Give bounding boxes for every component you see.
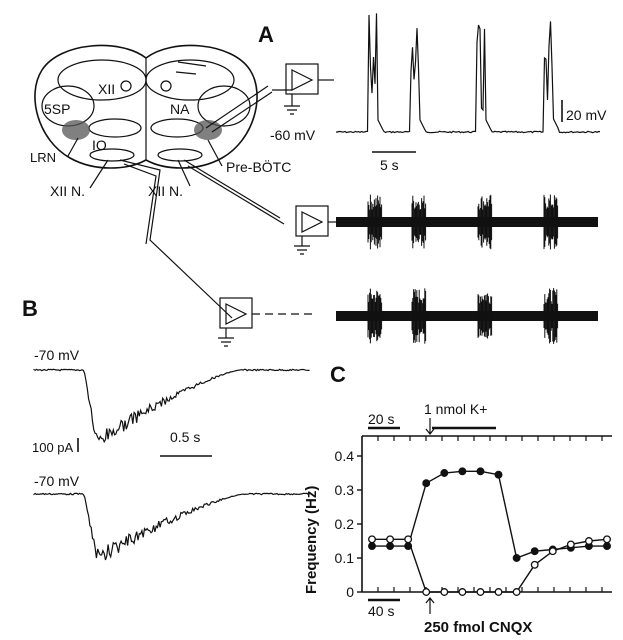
y-tick-label: 0.4 xyxy=(335,448,355,464)
label-io: IO xyxy=(92,137,107,153)
data-point-filled xyxy=(476,467,485,476)
label-xii: XII xyxy=(98,81,115,97)
data-point-open xyxy=(548,547,557,556)
current-scale-label: 100 pA xyxy=(32,440,74,455)
label-5sp: 5SP xyxy=(44,101,70,117)
data-point-filled xyxy=(530,547,539,556)
synaptic-current-trace-2 xyxy=(33,492,311,561)
y-tick-label: 0.1 xyxy=(335,550,355,566)
data-point-filled xyxy=(368,542,376,551)
data-point-open xyxy=(422,588,431,596)
nerve-recording-2 xyxy=(336,288,598,344)
data-point-open xyxy=(512,588,521,596)
data-point-open xyxy=(404,535,413,544)
potassium-arrow xyxy=(425,418,435,435)
time-scale-label-a: 5 s xyxy=(380,157,399,173)
intracellular-trace xyxy=(335,13,601,134)
series-markers xyxy=(368,467,611,596)
cnqx-label: 250 fmol CNQX xyxy=(424,619,532,636)
data-point-open xyxy=(530,560,539,569)
data-point-open xyxy=(603,535,611,544)
label-xii-nerve-left: XII N. xyxy=(50,183,85,199)
label-lrn: LRN xyxy=(30,150,56,165)
brainstem-section xyxy=(34,44,258,169)
resting-potential-label: -60 mV xyxy=(270,127,316,143)
scale-label-top: 20 s xyxy=(368,411,394,427)
data-point-open xyxy=(476,588,485,596)
data-point-filled xyxy=(440,469,449,477)
amplifier-bottom xyxy=(218,297,312,347)
data-point-open xyxy=(494,588,503,596)
y-tick-label: 0 xyxy=(346,584,354,600)
panel-label-b: B xyxy=(22,296,38,321)
amplifier-top xyxy=(272,63,334,115)
holding-potential-bottom: -70 mV xyxy=(34,473,80,489)
data-point-filled xyxy=(386,542,395,551)
electrodes xyxy=(119,85,285,319)
data-point-open xyxy=(458,588,467,596)
cnqx-arrow xyxy=(425,597,435,614)
amplifier-middle xyxy=(294,205,336,255)
panel-label-c: C xyxy=(330,362,346,387)
data-point-open xyxy=(584,537,593,545)
data-point-filled xyxy=(458,467,467,476)
scale-label-bottom: 40 s xyxy=(368,603,394,619)
panel-label-a: A xyxy=(258,22,274,47)
data-point-open xyxy=(440,588,449,596)
y-axis-ticks: 0 0.1 0.2 0.3 0.4 xyxy=(335,448,362,600)
data-point-open xyxy=(386,535,395,544)
voltage-scale-label: 20 mV xyxy=(566,107,607,123)
frequency-chart: 0 0.1 0.2 0.3 0.4 xyxy=(335,435,612,600)
label-pre-botc: Pre-BÖTC xyxy=(226,158,291,175)
nerve-recording-1 xyxy=(336,194,598,250)
data-point-filled xyxy=(494,470,503,479)
top-axis-ticks xyxy=(377,436,603,441)
label-na: NA xyxy=(170,101,190,117)
data-point-open xyxy=(368,535,376,544)
y-tick-label: 0.3 xyxy=(335,482,355,498)
data-point-filled xyxy=(603,542,611,551)
y-axis-label: Frequency (Hz) xyxy=(303,486,320,594)
y-tick-label: 0.2 xyxy=(335,516,355,532)
data-point-open xyxy=(566,540,575,549)
data-point-filled xyxy=(512,554,521,562)
data-point-filled xyxy=(404,542,413,551)
time-scale-label-b: 0.5 s xyxy=(170,429,200,445)
synaptic-current-trace-1 xyxy=(33,368,310,444)
series-lines xyxy=(372,470,608,593)
data-point-filled xyxy=(422,479,431,488)
potassium-label: 1 nmol K+ xyxy=(424,401,487,417)
holding-potential-top: -70 mV xyxy=(34,347,80,363)
